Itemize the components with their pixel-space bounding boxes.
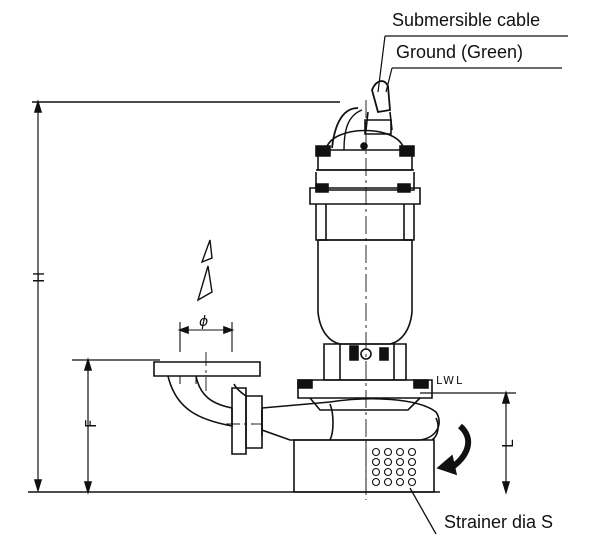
dimension-lwl-label: LWL <box>436 374 465 387</box>
motor-body <box>310 172 420 380</box>
discharge-elbow <box>154 352 262 454</box>
casing-flange <box>298 380 432 410</box>
dimension-phi-lines <box>180 322 232 352</box>
dimension-l-label: L <box>499 439 517 448</box>
dimension-f-lines <box>72 360 160 492</box>
dimension-l-lines <box>420 393 516 492</box>
label-ground: Ground (Green) <box>396 42 524 62</box>
strainer-leader <box>410 488 436 534</box>
label-strainer: Strainer dia S <box>444 512 554 532</box>
dimension-h-lines <box>28 102 440 492</box>
dimension-f-label: F <box>82 419 100 428</box>
strainer-holes <box>373 449 416 486</box>
label-submersible-cable: Submersible cable <box>392 10 541 30</box>
submersible-cable-drawing <box>332 36 568 150</box>
dimension-phi-label: ϕ <box>199 314 209 330</box>
rotation-arrow <box>438 426 468 474</box>
motor-top <box>316 131 414 171</box>
section-marker <box>198 240 212 300</box>
strainer-drawing <box>294 440 434 492</box>
dimension-h-label: H <box>30 271 48 283</box>
